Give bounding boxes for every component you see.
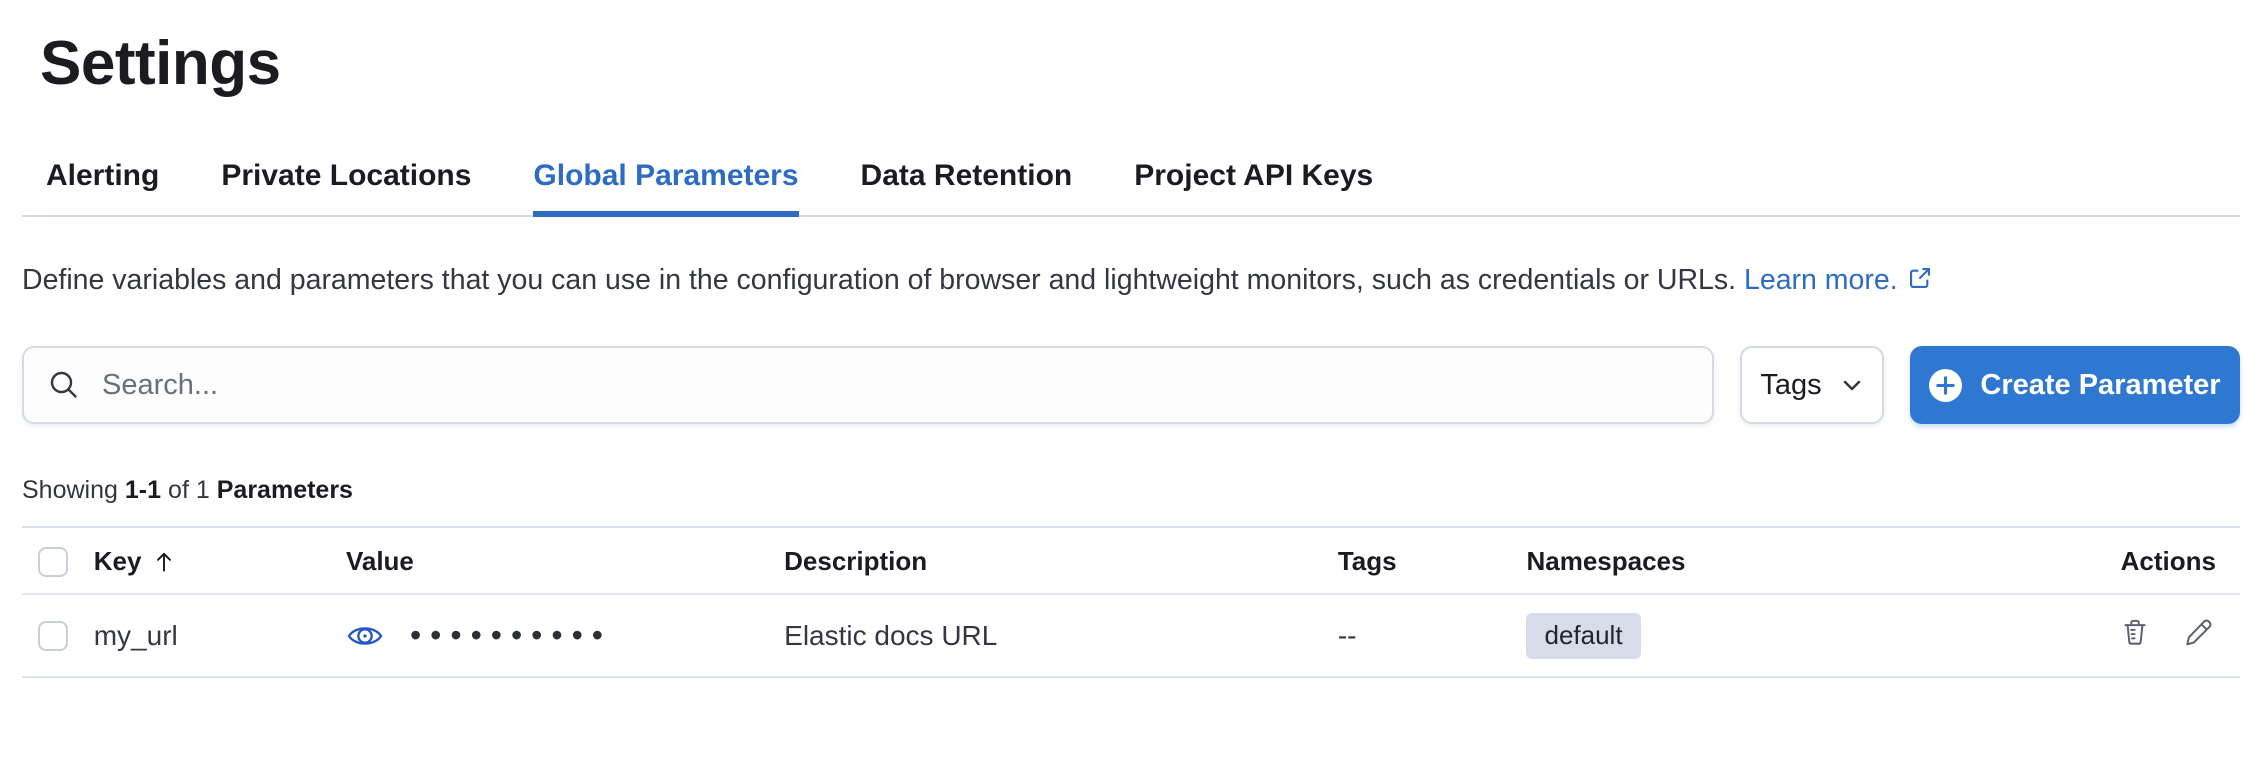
edit-parameter-button[interactable] (2182, 615, 2216, 649)
summary-entity: Parameters (216, 476, 353, 504)
tags-filter-button[interactable]: Tags (1740, 346, 1884, 424)
pencil-icon (2186, 619, 2212, 646)
summary-showing: Showing (22, 476, 118, 504)
parameters-toolbar: Tags Create Parameter (22, 346, 2240, 424)
plus-in-circle-icon (1929, 368, 1963, 402)
summary-of: of 1 (168, 476, 210, 504)
summary-range: 1-1 (124, 476, 162, 504)
cell-value: •••••••••• (346, 617, 784, 655)
eye-icon (347, 626, 383, 645)
masked-value: •••••••••• (409, 617, 612, 653)
cell-namespaces: default (1526, 594, 2118, 678)
page-description: Define variables and parameters that you… (22, 257, 2192, 304)
trash-icon (2124, 619, 2146, 645)
tabs-bar: Alerting Private Locations Global Parame… (22, 159, 2240, 217)
column-header-description: Description (784, 527, 1338, 595)
create-parameter-label: Create Parameter (1980, 368, 2221, 401)
column-header-key[interactable]: Key (94, 546, 178, 577)
cell-description: Elastic docs URL (784, 594, 1338, 678)
column-header-actions: Actions (2118, 527, 2240, 595)
search-icon (50, 371, 77, 398)
tags-filter-label: Tags (1760, 368, 1822, 401)
parameters-table: Key Value Description Tags Namespaces Ac… (22, 526, 2240, 678)
tab-alerting[interactable]: Alerting (46, 159, 160, 192)
tab-data-retention[interactable]: Data Retention (860, 159, 1073, 192)
create-parameter-button[interactable]: Create Parameter (1910, 346, 2240, 424)
search-box (22, 346, 1714, 424)
external-link-icon (1909, 268, 1930, 288)
description-text: Define variables and parameters that you… (22, 264, 1737, 296)
chevron-down-icon (1843, 380, 1860, 391)
reveal-value-button[interactable] (346, 617, 384, 655)
learn-more-label: Learn more. (1744, 264, 1898, 296)
search-input[interactable] (100, 367, 1688, 403)
settings-tabs: Alerting Private Locations Global Parame… (46, 159, 2240, 217)
column-header-namespaces: Namespaces (1526, 527, 2118, 595)
tab-global-parameters[interactable]: Global Parameters (533, 159, 799, 217)
learn-more-link[interactable]: Learn more. (1744, 264, 1933, 296)
page-title: Settings (40, 29, 281, 98)
row-checkbox[interactable] (38, 620, 68, 651)
table-row: my_url •••••••••• Elastic docs UR (22, 594, 2240, 678)
sort-ascending-arrow-icon (157, 552, 172, 572)
delete-parameter-button[interactable] (2118, 615, 2152, 649)
select-all-checkbox[interactable] (38, 546, 68, 577)
table-header-row: Key Value Description Tags Namespaces Ac… (22, 527, 2240, 595)
tab-project-api-keys[interactable]: Project API Keys (1134, 159, 1374, 192)
column-header-key-label: Key (93, 546, 142, 576)
column-header-value: Value (345, 527, 785, 595)
column-header-tags: Tags (1337, 527, 1527, 595)
cell-key: my_url (93, 594, 346, 678)
cell-actions (2118, 594, 2240, 678)
tab-private-locations[interactable]: Private Locations (221, 159, 472, 192)
settings-page: Settings Alerting Private Locations Glob… (0, 28, 2262, 678)
namespace-badge: default (1526, 612, 1641, 659)
cell-tags: -- (1337, 594, 1527, 678)
